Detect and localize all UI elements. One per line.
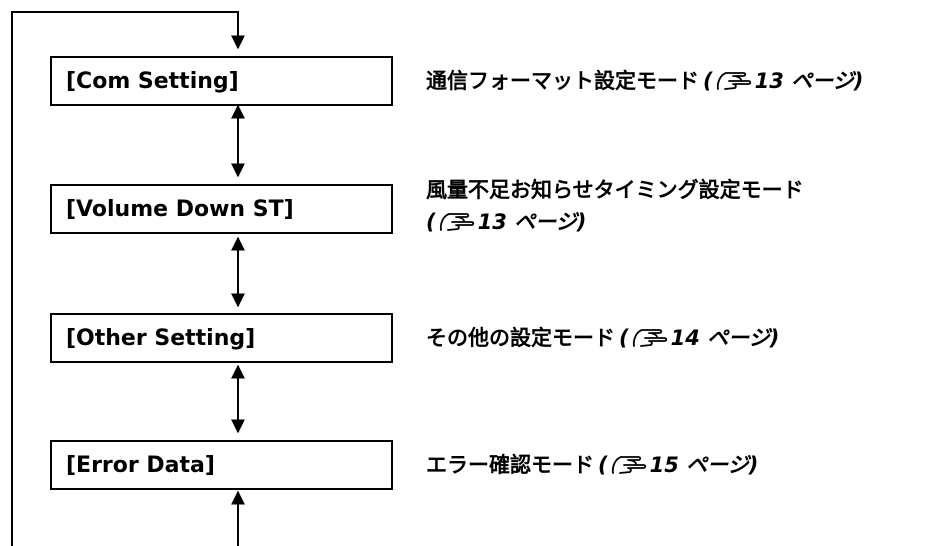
description-text: エラー確認モード (426, 453, 594, 477)
page-number: 13 ページ) (754, 69, 864, 93)
mode-box-com-setting: [Com Setting] (50, 56, 393, 106)
page-reference: (13 ページ) (426, 206, 586, 238)
mode-description: 通信フォーマット設定モード(13 ページ) (426, 65, 863, 97)
mode-box-other-setting: [Other Setting] (50, 313, 393, 363)
description-text: 通信フォーマット設定モード (426, 69, 699, 93)
pointing-hand-icon (610, 453, 648, 477)
pointing-hand-icon (631, 326, 669, 350)
page-reference: (13 ページ) (703, 65, 863, 97)
description-text: その他の設定モード (426, 326, 615, 350)
page-number: 15 ページ) (649, 453, 759, 477)
page-number: 14 ページ) (670, 326, 780, 350)
return-loop-line (11, 11, 245, 546)
mode-box-error-data: [Error Data] (50, 440, 393, 490)
mode-label: [Com Setting] (66, 68, 239, 94)
pointing-hand-icon (438, 210, 476, 234)
mode-description: 風量不足お知らせタイミング設定モード (13 ページ) (426, 174, 804, 238)
mode-box-volume-down-st: [Volume Down ST] (50, 184, 393, 234)
page-reference: (14 ページ) (619, 322, 779, 354)
description-text: 風量不足お知らせタイミング設定モード (426, 178, 804, 202)
mode-description: エラー確認モード(15 ページ) (426, 449, 758, 481)
mode-label: [Volume Down ST] (66, 196, 294, 222)
mode-label: [Error Data] (66, 452, 215, 478)
mode-label: [Other Setting] (66, 325, 256, 351)
page-reference: (15 ページ) (598, 449, 758, 481)
page-number: 13 ページ) (477, 210, 587, 234)
pointing-hand-icon (715, 69, 753, 93)
mode-description: その他の設定モード(14 ページ) (426, 322, 779, 354)
